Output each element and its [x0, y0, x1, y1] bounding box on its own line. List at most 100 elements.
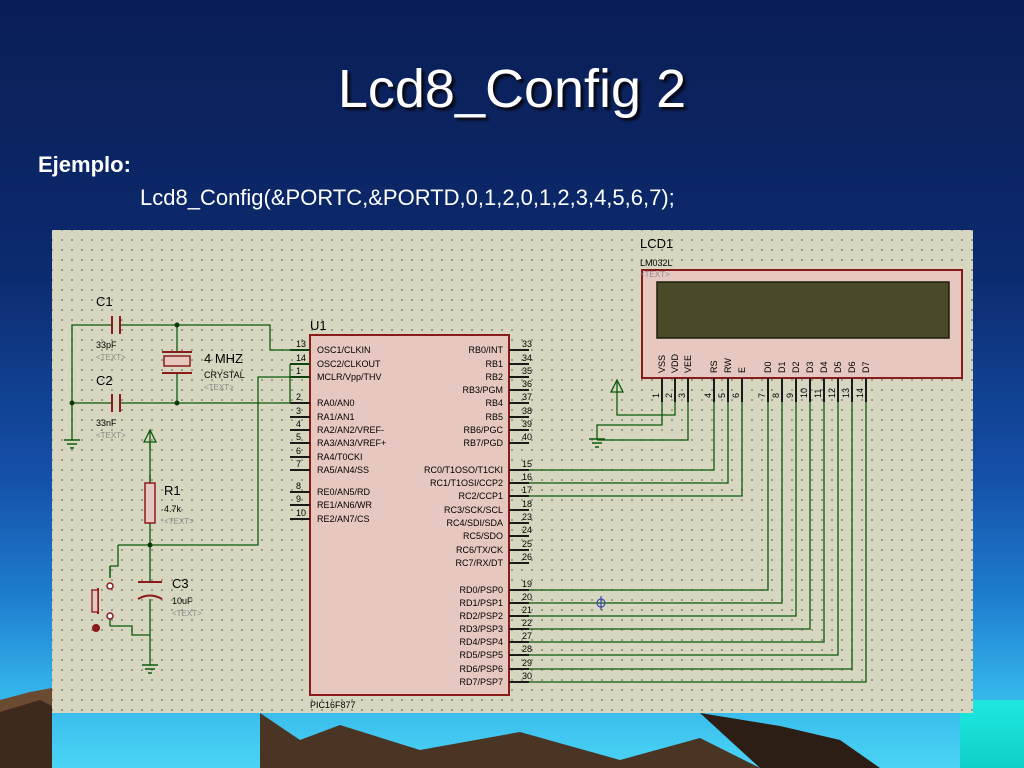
reset-button — [91, 545, 150, 636]
data-wire — [529, 402, 839, 656]
lcd-pin-number: 2 — [664, 393, 674, 398]
mcu-pin-number: 4 — [296, 419, 301, 429]
mcu-pin-number: 18 — [522, 499, 532, 509]
crystal-text: <TEXT> — [204, 383, 234, 392]
mcu-pin-number: 14 — [296, 353, 306, 363]
mcu-pin-name: RD1/PSP1 — [459, 598, 503, 608]
r1-text: <TEXT> — [164, 517, 194, 526]
lcd-power-wires — [596, 402, 689, 441]
mcu-pin-number: 26 — [522, 552, 532, 562]
data-wire — [529, 402, 811, 630]
control-wire — [529, 402, 729, 484]
mcu-pin-number: 23 — [522, 512, 532, 522]
data-wire — [529, 402, 825, 643]
r1-ref: R1 — [164, 483, 181, 498]
lcd-pin-number: 5 — [717, 393, 727, 398]
mcu-part: PIC16F877 — [310, 700, 356, 710]
mcu-pin-number: 20 — [522, 592, 532, 602]
data-wire — [529, 402, 783, 604]
capacitor-c2: C2 33nF <TEXT> — [96, 373, 126, 440]
mcu-pin-number: 6 — [296, 446, 301, 456]
mcu-pin-number: 29 — [522, 658, 532, 668]
lcd-pin-number: 12 — [827, 388, 837, 398]
c3-text: <TEXT> — [172, 609, 202, 618]
mcu-pin-number: 10 — [296, 508, 306, 518]
c3-ref: C3 — [172, 576, 189, 591]
mcu-pin-name: RE2/AN7/CS — [317, 514, 370, 524]
crystal-freq: 4 MHZ — [204, 351, 243, 366]
mcu-pin-number: 22 — [522, 618, 532, 628]
crystal-type: CRYSTAL — [204, 370, 245, 380]
mcu-pin-number: 7 — [296, 459, 301, 469]
mcu-pin-number: 2 — [296, 392, 301, 402]
c2-text: <TEXT> — [96, 431, 126, 440]
mcu-pin-number: 25 — [522, 539, 532, 549]
lcd-pin-name: VDD — [670, 353, 680, 373]
mcu-pin-name: RB5 — [485, 412, 503, 422]
mcu-pin-name: RD4/PSP4 — [459, 637, 503, 647]
mcu-pin-number: 17 — [522, 485, 532, 495]
mcu-pin-number: 39 — [522, 419, 532, 429]
mcu-pin-number: 16 — [522, 472, 532, 482]
mcu-pin-number: 24 — [522, 525, 532, 535]
mcu-pin-name: RB0/INT — [468, 345, 503, 355]
mcu-pin-name: RA2/AN2/VREF- — [317, 425, 384, 435]
mcu-pin-name: RC3/SCK/SCL — [444, 505, 503, 515]
lcd-pin-name: VSS — [657, 355, 667, 373]
crystal-x1: 4 MHZ CRYSTAL <TEXT> — [162, 351, 245, 392]
lcd-part: LM032L — [640, 258, 673, 268]
mcu-pin-name: RD7/PSP7 — [459, 677, 503, 687]
c1-value: 33pF — [96, 340, 117, 350]
r1-value: 4.7k — [164, 504, 182, 514]
lcd-pin-name: D4 — [819, 361, 829, 373]
mcu-pin-name: RB2 — [485, 372, 503, 382]
mcu-pin-number: 34 — [522, 353, 532, 363]
mcu-pin-name: RC7/RX/DT — [455, 558, 503, 568]
example-code: Lcd8_Config(&PORTC,&PORTD,0,1,2,0,1,2,3,… — [140, 185, 675, 210]
data-wire — [529, 402, 769, 591]
mcu-pin-number: 37 — [522, 392, 532, 402]
lcd-pin-name: D1 — [777, 361, 787, 373]
lcd-pins: 1VSS2VDD3VEE4RS5RW6E7D08D19D210D311D412D… — [651, 353, 871, 402]
lcd-pin-number: 4 — [703, 393, 713, 398]
lcd-pin-name: E — [737, 367, 747, 373]
mcu-right-pins: 33RB0/INT34RB135RB236RB3/PGM37RB438RB539… — [424, 339, 532, 687]
data-wire — [529, 402, 867, 683]
lcd-pin-name: VEE — [683, 355, 693, 373]
mcu-body — [309, 334, 510, 696]
bus-wires — [529, 402, 867, 683]
mcu-pin-number: 40 — [522, 432, 532, 442]
lcd-pin-number: 1 — [651, 393, 661, 398]
mcu-pin-name: RB3/PGM — [462, 385, 503, 395]
capacitor-c1: C1 33pF <TEXT> — [96, 294, 126, 362]
lcd-pin-number: 9 — [785, 393, 795, 398]
mcu-pin-name: RC4/SDI/SDA — [446, 518, 503, 528]
lcd-pin-name: D7 — [861, 361, 871, 373]
mcu-pin-number: 9 — [296, 494, 301, 504]
mcu-pin-name: RE1/AN6/WR — [317, 500, 373, 510]
mcu-pin-name: MCLR/Vpp/THV — [317, 372, 382, 382]
mcu-pin-name: RA5/AN4/SS — [317, 465, 369, 475]
schematic-drawing: U1 PIC16F877 13OSC1/CLKIN14OSC2/CLKOUT1M… — [64, 236, 963, 710]
data-wire — [529, 402, 853, 670]
c2-value: 33nF — [96, 418, 117, 428]
mcu-pin-number: 15 — [522, 459, 532, 469]
mcu-pin-name: RD6/PSP6 — [459, 664, 503, 674]
data-wire — [529, 402, 797, 617]
mcu-pin-name: OSC2/CLKOUT — [317, 359, 381, 369]
capacitor-c3: C3 10uF <TEXT> — [137, 576, 202, 618]
mcu-left-pins: 13OSC1/CLKIN14OSC2/CLKOUT1MCLR/Vpp/THV2R… — [290, 339, 386, 524]
mcu-pin-name: OSC1/CLKIN — [317, 345, 371, 355]
lcd-pin-name: RS — [709, 360, 719, 373]
lcd-pin-number: 14 — [855, 388, 865, 398]
c1-text: <TEXT> — [96, 353, 126, 362]
lcd-pin-name: D6 — [847, 361, 857, 373]
mcu-pin-name: RC2/CCP1 — [458, 491, 503, 501]
resistor-r1: R1 4.7k <TEXT> — [142, 428, 194, 526]
lcd-ref: LCD1 — [640, 236, 673, 251]
mcu-pin-name: RB6/PGC — [463, 425, 503, 435]
mcu-pin-number: 30 — [522, 671, 532, 681]
mcu-pin-number: 1 — [296, 366, 301, 376]
mcu-pin-number: 36 — [522, 379, 532, 389]
